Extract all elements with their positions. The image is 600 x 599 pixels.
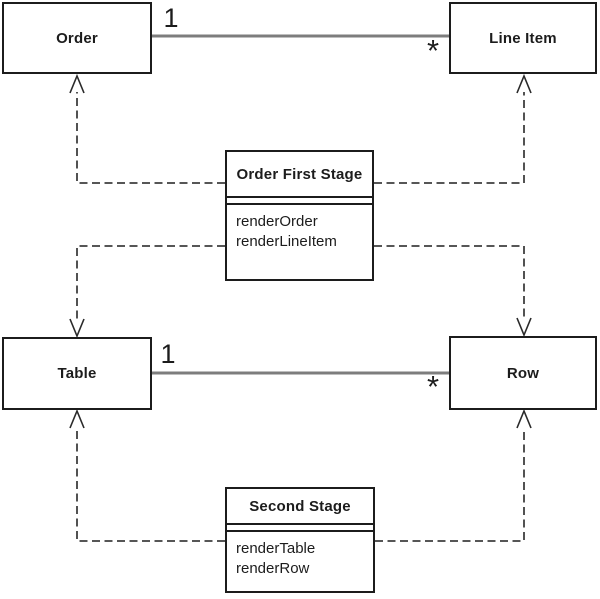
multiplicity-table-one: 1 — [160, 339, 176, 369]
class-box-second-stage: Second Stage renderTable renderRow — [225, 487, 375, 593]
method-render-line-item: renderLineItem — [236, 233, 337, 250]
multiplicity-row-many: * — [426, 369, 440, 404]
arrowhead-up-lineitem — [516, 73, 532, 94]
arrowhead-down-table — [69, 318, 85, 339]
class-box-order: Order — [2, 2, 152, 74]
attributes-compartment-empty — [227, 196, 372, 205]
methods-compartment: renderOrder renderLineItem — [227, 205, 372, 279]
class-box-row: Row — [449, 336, 597, 410]
class-name-row: Row — [506, 364, 540, 382]
class-name-line-item: Line Item — [489, 29, 557, 47]
method-render-row: renderRow — [236, 560, 310, 577]
attributes-compartment-empty — [227, 523, 373, 532]
arrowhead-down-row — [516, 317, 532, 338]
class-box-line-item: Line Item — [449, 2, 597, 74]
dependency-secondstage-table — [76, 428, 225, 542]
class-name-order: Order — [56, 29, 98, 47]
class-box-order-first-stage: Order First Stage renderOrder renderLine… — [225, 150, 374, 281]
multiplicity-order-one: 1 — [163, 3, 179, 33]
dependency-orderfirststage-table — [76, 245, 225, 320]
multiplicity-lineitem-many: * — [426, 33, 440, 68]
class-box-table: Table — [2, 337, 152, 410]
dependency-orderfirststage-row — [374, 245, 525, 319]
arrowhead-up-row-bottom — [516, 408, 532, 429]
class-name-second-stage: Second Stage — [249, 497, 351, 515]
arrowhead-up-order — [69, 73, 85, 94]
dependency-secondstage-row — [375, 428, 525, 542]
methods-compartment: renderTable renderRow — [227, 532, 373, 591]
method-render-order: renderOrder — [236, 213, 318, 230]
method-render-table: renderTable — [236, 540, 316, 557]
dependency-orderfirststage-order — [76, 92, 225, 184]
class-name-order-first-stage: Order First Stage — [236, 165, 363, 183]
class-name-table: Table — [57, 365, 97, 382]
arrowhead-up-table-bottom — [69, 408, 85, 429]
dependency-orderfirststage-lineitem — [374, 92, 525, 184]
